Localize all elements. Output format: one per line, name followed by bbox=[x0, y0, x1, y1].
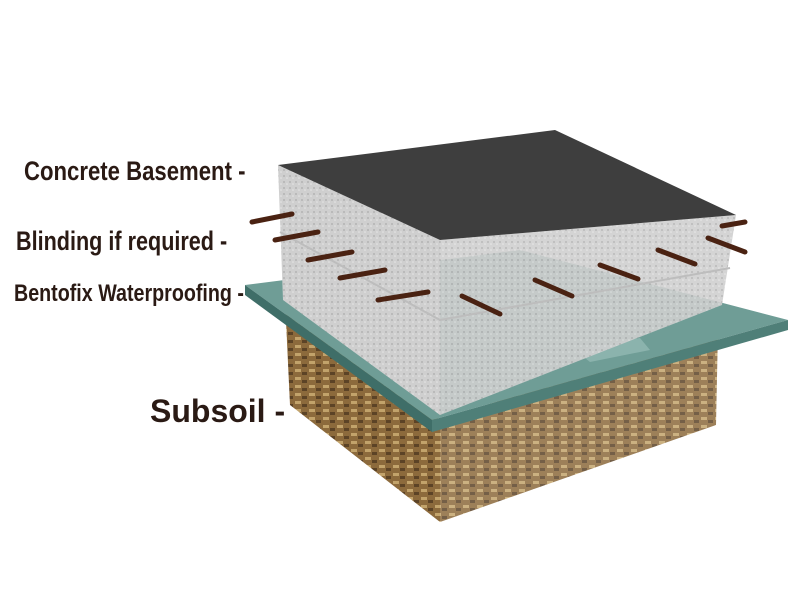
subsoil-block bbox=[285, 300, 718, 522]
label-blinding: Blinding if required - bbox=[16, 226, 228, 256]
label-bentofix-waterproofing: Bentofix Waterproofing - bbox=[14, 280, 244, 307]
label-concrete-basement: Concrete Basement - bbox=[24, 156, 246, 186]
concrete-top bbox=[278, 130, 736, 240]
label-subsoil: Subsoil - bbox=[150, 393, 286, 429]
concrete-block bbox=[278, 130, 736, 415]
rebars bbox=[249, 211, 748, 317]
